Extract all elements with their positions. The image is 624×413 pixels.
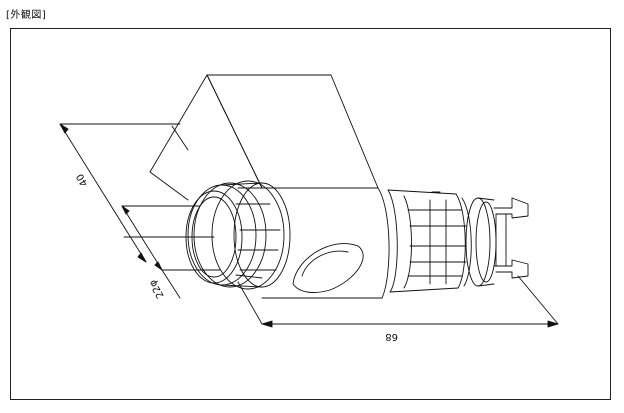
shroud-box (149, 74, 379, 201)
latch-prongs (493, 197, 529, 279)
dimension-label-height: 40 (75, 171, 91, 188)
dimension-height (59, 123, 181, 263)
rear-ribbed-section (387, 189, 472, 293)
collar-ring (187, 180, 291, 290)
drawing-frame (10, 28, 611, 400)
dimension-length (237, 275, 559, 328)
main-cylinder (261, 187, 390, 299)
figure-caption: [外観図] (6, 10, 47, 21)
dimension-label-diameter: 22φ (147, 277, 166, 300)
dimension-diameter (121, 205, 221, 299)
rear-flange (465, 197, 497, 287)
dimension-label-length: 68 (385, 331, 398, 342)
